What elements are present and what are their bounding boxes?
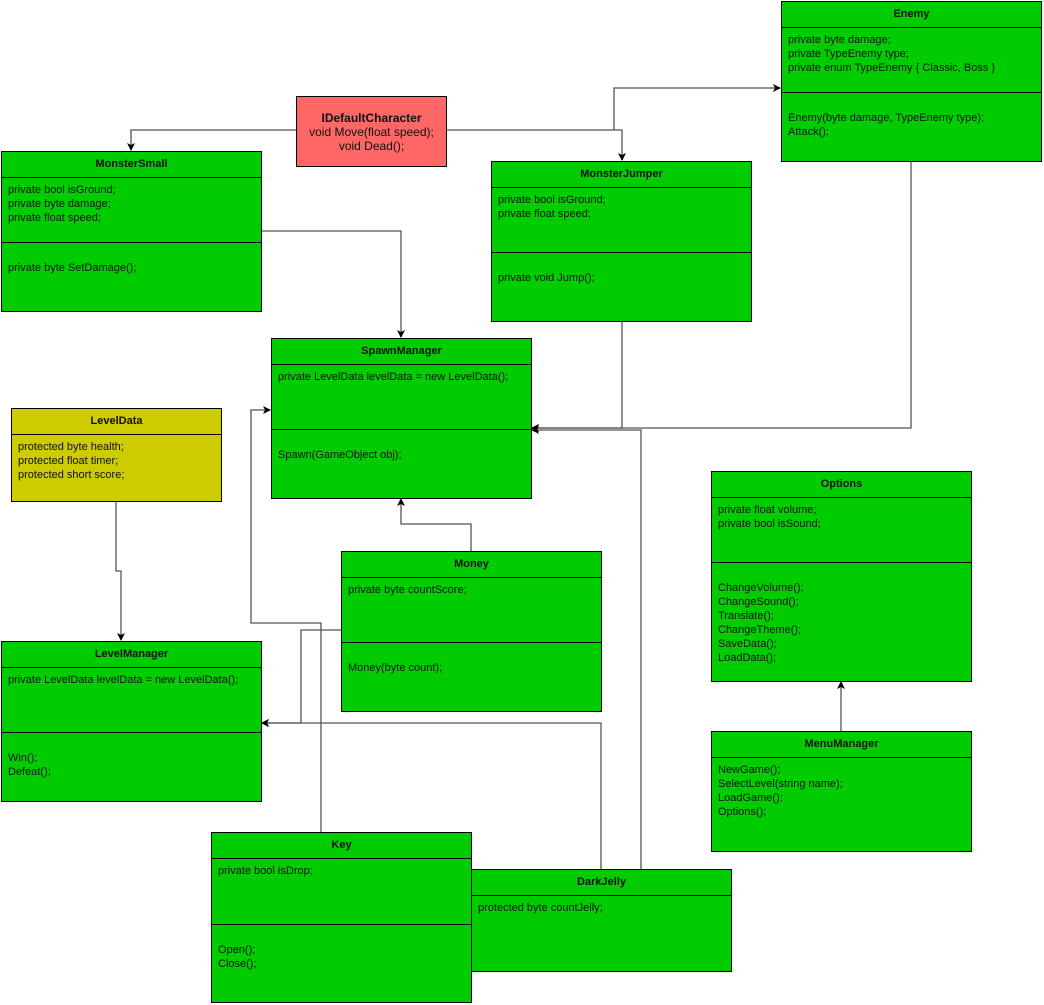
attribute: private byte countScore; xyxy=(348,584,467,596)
methods-section: Money(byte count); xyxy=(342,642,601,680)
attribute: protected byte health; xyxy=(18,441,124,453)
methods-section: Enemy(byte damage, TypeEnemy type); Attac… xyxy=(782,92,1041,144)
edge-key-spawn xyxy=(250,406,322,832)
attributes-section: private byte countScore; xyxy=(342,578,601,642)
class-title: LevelManager xyxy=(2,642,261,668)
attribute: SelectLevel(string name); xyxy=(718,778,843,790)
method: Translate(); xyxy=(718,610,774,622)
attribute: private bool isGround; xyxy=(8,184,116,196)
attribute: private LevelData levelData = new LevelD… xyxy=(8,674,239,686)
attribute: private float speed; xyxy=(8,212,101,224)
method: ChangeTheme(); xyxy=(718,624,802,636)
class-title: MonsterJumper xyxy=(492,162,751,188)
attributes-section: protected byte countJelly; xyxy=(472,896,731,920)
class-title: MenuManager xyxy=(712,732,971,758)
attributes-section: private float volume; private bool isSoun… xyxy=(712,498,971,562)
class-spawn-manager[interactable]: SpawnManager private LevelData levelData … xyxy=(271,338,532,499)
class-money[interactable]: Money private byte countScore; Money(byte … xyxy=(341,551,602,712)
attribute: private bool isDrop; xyxy=(218,865,313,877)
attribute: private TypeEnemy type; xyxy=(788,48,909,60)
methods-section: Open(); Close(); xyxy=(212,924,471,976)
class-title: MonsterSmall xyxy=(2,152,261,178)
attributes-section: private LevelData levelData = new LevelD… xyxy=(2,668,261,732)
attribute: private byte damage; xyxy=(8,198,111,210)
edge-enemy-spawn xyxy=(531,161,912,432)
class-title: LevelData xyxy=(12,409,221,435)
method: LoadData(); xyxy=(718,652,777,664)
attributes-section: private bool isGround; private float spee… xyxy=(492,188,751,252)
class-title: SpawnManager xyxy=(272,339,531,365)
edge-leveldata-levelmanager xyxy=(115,501,125,641)
interface-idefaultcharacter[interactable]: IDefaultCharacter void Move(float speed)… xyxy=(296,96,447,167)
class-options[interactable]: Options private float volume; private bool… xyxy=(711,471,972,682)
method: Money(byte count); xyxy=(348,662,443,674)
edge-monsterjumper-spawn xyxy=(531,321,623,432)
class-title: Options xyxy=(712,472,971,498)
method: Open(); xyxy=(218,944,256,956)
methods-section: private byte SetDamage(); xyxy=(2,242,261,280)
method: Defeat(); xyxy=(8,766,51,778)
attributes-section: private LevelData levelData = new LevelD… xyxy=(272,365,531,429)
edge-darkjelly-spawn xyxy=(531,426,642,869)
methods-section: Spawn(GameObject obj); xyxy=(272,429,531,467)
method: Win(); xyxy=(8,752,38,764)
attributes-section: private bool isDrop; xyxy=(212,859,471,924)
edge-idefault-monstersmall xyxy=(127,129,296,151)
method: Close(); xyxy=(218,958,257,970)
class-title: Enemy xyxy=(782,2,1041,28)
method: private byte SetDamage(); xyxy=(8,262,137,274)
methods-section: private void Jump(); xyxy=(492,252,751,290)
method: ChangeVolume(); xyxy=(718,582,804,594)
class-title: Money xyxy=(342,552,601,578)
methods-section: Win(); Defeat(); xyxy=(2,732,261,784)
attribute: private byte damage; xyxy=(788,34,891,46)
attributes-section: private byte damage; private TypeEnemy ty… xyxy=(782,28,1041,92)
edge-money-levelmanager xyxy=(261,629,341,727)
attribute: protected short score; xyxy=(18,469,125,481)
attribute: LoadGame(); xyxy=(718,792,783,804)
edge-idefault-enemy xyxy=(613,84,781,130)
class-title: Key xyxy=(212,833,471,859)
edge-monstersmall-spawn xyxy=(261,230,405,338)
interface-method: void Dead(); xyxy=(338,139,405,153)
edge-darkjelly-levelmanager xyxy=(261,719,602,869)
attribute: protected byte countJelly; xyxy=(478,902,603,914)
class-level-manager[interactable]: LevelManager private LevelData levelData … xyxy=(1,641,262,802)
edge-idefault-monsterjumper xyxy=(446,129,626,161)
attribute: protected float timer; xyxy=(18,455,119,467)
attribute: private float speed; xyxy=(498,208,591,220)
class-dark-jelly[interactable]: DarkJelly protected byte countJelly; xyxy=(471,869,732,972)
attribute: Options(); xyxy=(718,806,767,818)
methods-section: ChangeVolume(); ChangeSound(); Translate()… xyxy=(712,562,971,670)
attribute: private float volume; xyxy=(718,504,817,516)
attributes-section: private bool isGround; private byte damag… xyxy=(2,178,261,242)
attributes-section: protected byte health; protected float ti… xyxy=(12,435,221,487)
attribute: private enum TypeEnemy { Classic, Boss } xyxy=(788,62,996,74)
attribute: NewGame(); xyxy=(718,764,781,776)
class-enemy[interactable]: Enemy private byte damage; private TypeEne… xyxy=(781,1,1042,162)
class-title: DarkJelly xyxy=(472,870,731,896)
method: Spawn(GameObject obj); xyxy=(278,449,402,461)
attribute: private bool isSound; xyxy=(718,518,821,530)
attribute: private LevelData levelData = new LevelD… xyxy=(278,371,509,383)
interface-method: void Move(float speed); xyxy=(309,125,434,139)
method: Attack(); xyxy=(788,126,829,138)
method: SaveData(); xyxy=(718,638,777,650)
class-key[interactable]: Key private bool isDrop; Open(); Close(); xyxy=(211,832,472,1003)
attribute: private bool isGround; xyxy=(498,194,606,206)
interface-title: IDefaultCharacter xyxy=(321,111,422,125)
method: Enemy(byte damage, TypeEnemy type); xyxy=(788,112,985,124)
attributes-section: NewGame(); SelectLevel(string name); LoadG… xyxy=(712,758,971,824)
edge-money-spawn xyxy=(397,498,472,551)
method: private void Jump(); xyxy=(498,272,595,284)
method: ChangeSound(); xyxy=(718,596,799,608)
